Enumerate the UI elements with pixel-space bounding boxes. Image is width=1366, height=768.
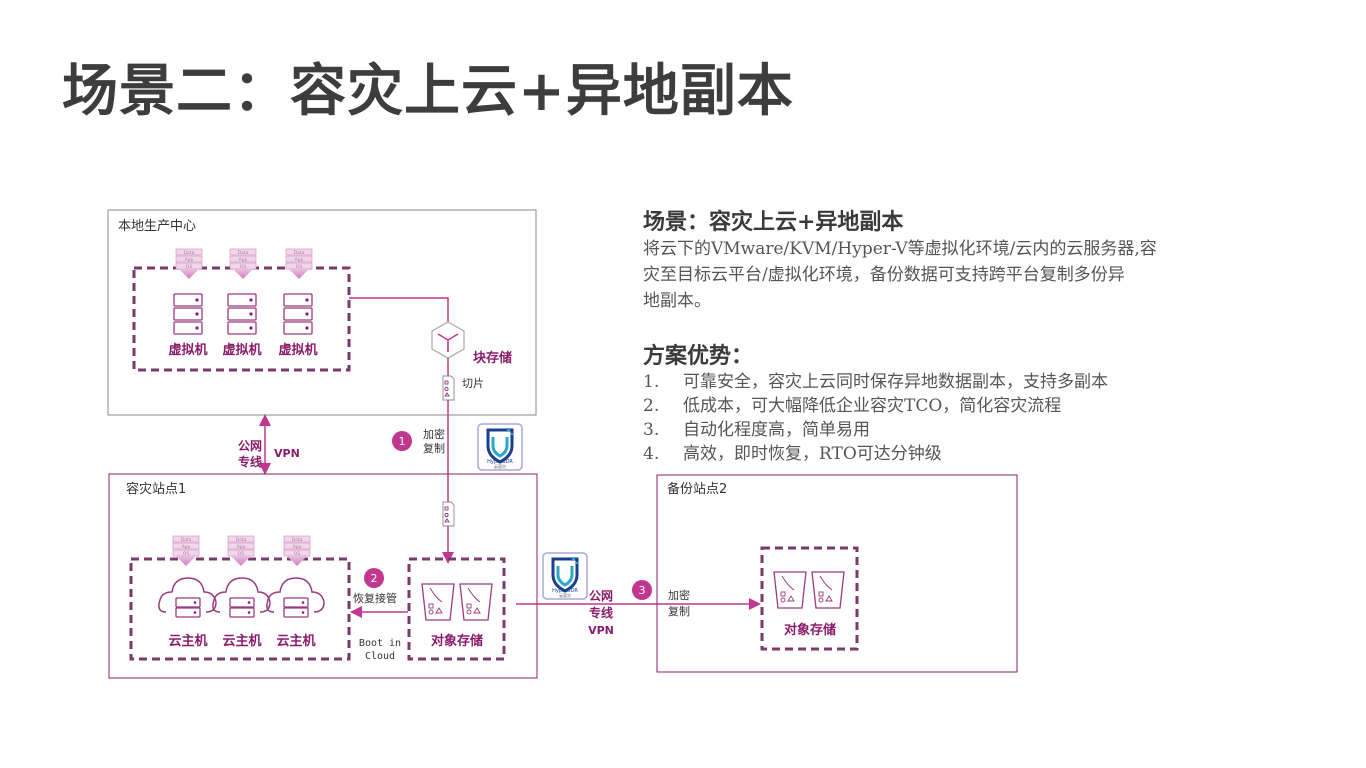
dr-site-label: 容灾站点1 [126,481,186,497]
svg-text:Data: Data [181,537,192,543]
scenario-desc-line: 灾至目标云平台/虚拟化环境，备份数据可支持跨平台复制多份异 [643,265,1125,285]
step3-line1: 加密 [668,588,690,602]
link2-vpn: VPN [588,624,614,637]
local-center-label: 本地生产中心 [118,219,196,234]
bucket-icon [773,571,807,609]
link1-vpn: VPN [274,447,300,460]
scenario-heading: 场景：容灾上云+异地副本 [643,209,904,235]
bucket-icon [459,583,493,621]
svg-text:Data: Data [236,537,247,543]
cloud-server-icon [212,577,271,618]
slice-label: 切片 [462,377,484,390]
object-storage-label: 对象存储 [431,633,483,649]
step1-line2: 复制 [423,441,445,455]
svg-text:云容灾: 云容灾 [494,463,506,469]
bucket-icon [421,583,455,621]
step3-badge [632,580,652,600]
svg-text:App: App [295,257,304,263]
svg-text:App: App [239,257,248,263]
hyperbdr-shield-icon-2: HyperBDR 云容灾 [541,551,589,601]
cloud-host-1: Data App OS 云主机 [158,535,217,649]
vm-3: Data App OS 虚拟机 [278,248,318,358]
step2-num: 2 [371,572,378,585]
scenario-desc-line: 地副本。 [643,291,711,311]
advantage-item: 1.可靠安全，容灾上云同时保存异地数据副本，支持多副本 [643,372,1108,392]
slice-file-icon [442,375,455,401]
step1-num: 1 [399,435,406,448]
cloud-server-icon [158,577,217,618]
cloud-host-label: 云主机 [168,633,207,649]
link2-line2: 专线 [589,605,613,620]
step2-badge [364,568,384,588]
dr-site-box [108,473,538,679]
cloud-host-label: 云主机 [222,633,261,649]
object-storage-dashed [407,557,506,661]
vm-to-storage-line [349,297,449,322]
stack-icon: Data App OS [229,248,257,279]
slice-file-icon-2 [442,501,455,527]
svg-text:OS: OS [296,264,303,270]
vm-label: 虚拟机 [168,342,207,358]
svg-text:OS: OS [186,264,193,270]
svg-text:Data: Data [184,250,195,256]
scenario-desc-line: 将云下的VMware/KVM/Hyper-V等虚拟化环境/云内的云服务器,容 [643,239,1157,259]
block-storage-label: 块存储 [473,350,512,366]
svg-text:App: App [185,257,194,263]
bucket-icon [811,571,845,609]
vm-2: Data App OS 虚拟机 [222,248,262,358]
advantage-item: 3.自动化程度高，简单易用 [643,420,870,440]
svg-text:Data: Data [238,250,249,256]
server-icon [227,293,257,335]
link1-line1: 公网 [238,439,262,453]
cloud-host-2: Data App OS 云主机 [212,535,271,649]
link1-line2: 专线 [238,454,262,469]
step1-line1: 加密 [423,427,445,441]
advantages-heading: 方案优势： [643,343,754,369]
vm-1: Data App OS 虚拟机 [168,248,208,358]
svg-text:Data: Data [292,537,303,543]
svg-text:云容灾: 云容灾 [559,592,571,598]
step2-label: 恢复接管 [353,591,397,605]
svg-text:OS: OS [240,264,247,270]
stack-icon: Data App OS [175,248,203,279]
svg-text:OS: OS [294,551,301,557]
backup-storage-label: 对象存储 [784,622,836,638]
stack-icon: Data App OS [172,535,200,566]
svg-text:OS: OS [238,551,245,557]
svg-text:App: App [182,544,191,550]
server-icon [173,293,203,335]
advantage-item: 2.低成本，可大幅降低企业容灾TCO，简化容灾流程 [643,396,1062,416]
svg-text:OS: OS [183,551,190,557]
stack-icon: Data App OS [227,535,255,566]
scenario-section: 场景：容灾上云+异地副本 将云下的VMware/KVM/Hyper-V等虚拟化环… [643,208,1243,314]
step3-line2: 复制 [668,604,690,618]
cloud-host-3: Data App OS 云主机 [266,535,325,649]
boot-line1: Boot in [359,638,401,649]
step3-num: 3 [639,584,646,597]
link2-line1: 公网 [589,589,613,603]
backup-site-label: 备份站点2 [667,481,727,497]
advantages-section: 方案优势： 1.可靠安全，容灾上云同时保存异地数据副本，支持多副本 2.低成本，… [643,342,1243,466]
vm-label: 虚拟机 [222,342,261,358]
stack-icon: Data App OS [283,535,311,566]
boot-line2: Cloud [365,651,395,662]
stack-icon: Data App OS [285,248,313,279]
cloud-host-label: 云主机 [276,633,315,649]
vm-label: 虚拟机 [278,342,317,358]
server-icon [283,293,313,335]
hyperbdr-shield-icon: HyperBDR 云容灾 [476,422,524,472]
cloud-server-icon [266,577,325,618]
svg-text:App: App [237,544,246,550]
svg-text:HyperBDR: HyperBDR [487,459,513,465]
advantage-item: 4.高效，即时恢复，RTO可达分钟级 [643,444,942,464]
backup-site-box [656,474,1018,673]
page-title: 场景二：容灾上云+异地副本 [62,58,794,124]
svg-text:Data: Data [294,250,305,256]
svg-text:App: App [293,544,302,550]
svg-text:HyperBDR: HyperBDR [552,588,578,594]
step1-badge [392,431,412,451]
backup-storage-dashed [760,546,859,651]
